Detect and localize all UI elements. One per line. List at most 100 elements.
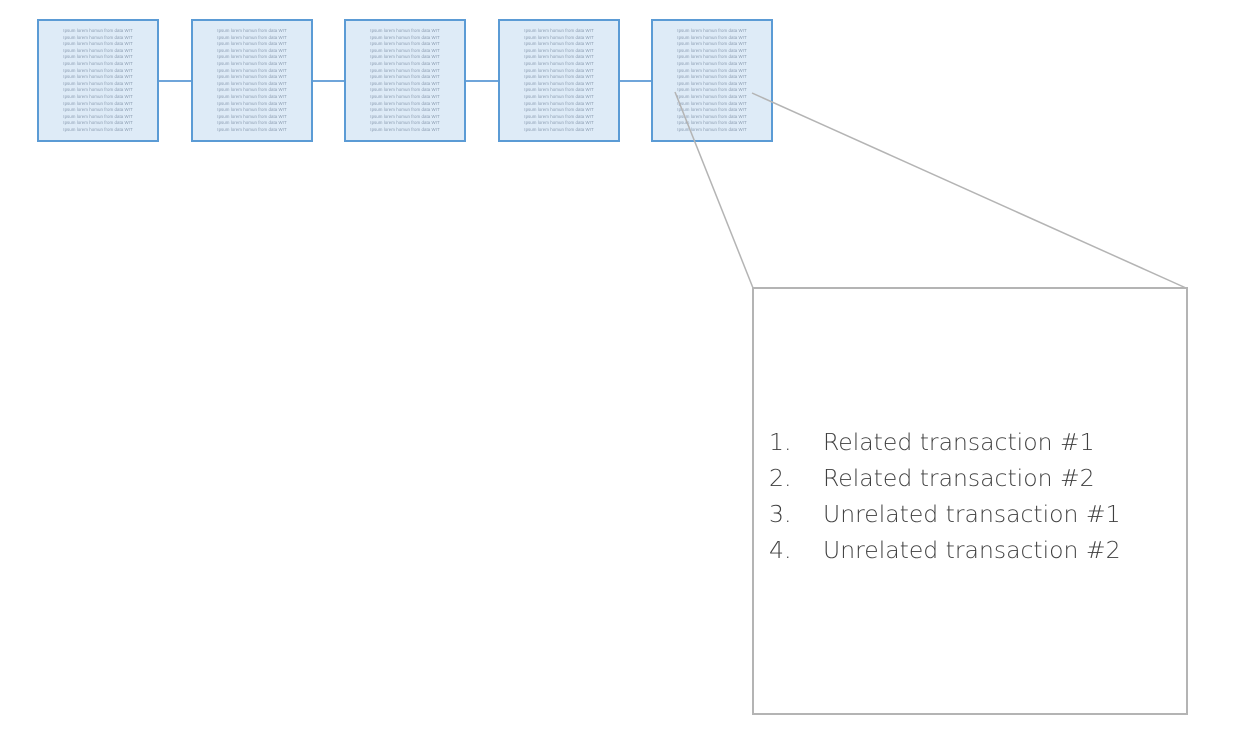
filler-line: Ipsum lorem homun from data WIT	[370, 60, 440, 66]
filler-line: Ipsum lorem homun from data WIT	[524, 60, 594, 66]
filler-line: Ipsum lorem homun from data WIT	[217, 41, 287, 47]
filler-line: Ipsum lorem homun from data WIT	[217, 47, 287, 53]
filler-line: Ipsum lorem homun from data WIT	[370, 41, 440, 47]
filler-line: Ipsum lorem homun from data WIT	[524, 67, 594, 73]
filler-line: Ipsum lorem homun from data WIT	[677, 74, 747, 80]
filler-line: Ipsum lorem homun from data WIT	[370, 126, 440, 132]
list-item-text: Unrelated transaction #2	[823, 536, 1121, 564]
filler-line: Ipsum lorem homun from data WIT	[217, 87, 287, 93]
filler-line: Ipsum lorem homun from data WIT	[63, 126, 133, 132]
block-connector-4-5	[620, 80, 651, 82]
filler-line: Ipsum lorem homun from data WIT	[217, 28, 287, 33]
list-item-number: 1.	[769, 428, 792, 456]
filler-line: Ipsum lorem homun from data WIT	[217, 107, 287, 113]
filler-line: Ipsum lorem homun from data WIT	[217, 80, 287, 86]
filler-line: Ipsum lorem homun from data WIT	[370, 74, 440, 80]
filler-line: Ipsum lorem homun from data WIT	[63, 113, 133, 119]
filler-line: Ipsum lorem homun from data WIT	[370, 120, 440, 126]
list-item-text: Unrelated transaction #1	[823, 500, 1121, 528]
filler-line: Ipsum lorem homun from data WIT	[677, 28, 747, 33]
filler-line: Ipsum lorem homun from data WIT	[677, 87, 747, 93]
filler-line: Ipsum lorem homun from data WIT	[524, 87, 594, 93]
filler-line: Ipsum lorem homun from data WIT	[217, 113, 287, 119]
filler-line: Ipsum lorem homun from data WIT	[677, 80, 747, 86]
filler-line: Ipsum lorem homun from data WIT	[63, 80, 133, 86]
filler-line: Ipsum lorem homun from data WIT	[677, 100, 747, 106]
filler-line: Ipsum lorem homun from data WIT	[677, 93, 747, 99]
filler-line: Ipsum lorem homun from data WIT	[63, 54, 133, 60]
callout-box	[752, 287, 1188, 715]
list-item-number: 2.	[769, 464, 792, 492]
filler-line: Ipsum lorem homun from data WIT	[524, 120, 594, 126]
filler-line: Ipsum lorem homun from data WIT	[524, 41, 594, 47]
filler-line: Ipsum lorem homun from data WIT	[370, 67, 440, 73]
callout-list-item: 2. Related transaction #2	[769, 460, 1121, 496]
block-connector-3-4	[466, 80, 498, 82]
filler-line: Ipsum lorem homun from data WIT	[63, 28, 133, 33]
filler-line: Ipsum lorem homun from data WIT	[217, 126, 287, 132]
filler-line: Ipsum lorem homun from data WIT	[370, 54, 440, 60]
filler-line: Ipsum lorem homun from data WIT	[524, 28, 594, 33]
filler-line: Ipsum lorem homun from data WIT	[677, 126, 747, 132]
filler-line: Ipsum lorem homun from data WIT	[63, 60, 133, 66]
filler-line: Ipsum lorem homun from data WIT	[63, 74, 133, 80]
filler-line: Ipsum lorem homun from data WIT	[524, 34, 594, 40]
filler-line: Ipsum lorem homun from data WIT	[217, 120, 287, 126]
filler-line: Ipsum lorem homun from data WIT	[63, 120, 133, 126]
filler-line: Ipsum lorem homun from data WIT	[677, 60, 747, 66]
filler-line: Ipsum lorem homun from data WIT	[524, 100, 594, 106]
filler-line: Ipsum lorem homun from data WIT	[524, 126, 594, 132]
list-item-number: 3.	[769, 500, 792, 528]
filler-line: Ipsum lorem homun from data WIT	[524, 113, 594, 119]
list-item-text: Related transaction #1	[823, 428, 1095, 456]
filler-line: Ipsum lorem homun from data WIT	[370, 47, 440, 53]
filler-line: Ipsum lorem homun from data WIT	[370, 113, 440, 119]
filler-line: Ipsum lorem homun from data WIT	[370, 28, 440, 33]
filler-line: Ipsum lorem homun from data WIT	[63, 34, 133, 40]
filler-line: Ipsum lorem homun from data WIT	[524, 107, 594, 113]
filler-line: Ipsum lorem homun from data WIT	[524, 47, 594, 53]
filler-line: Ipsum lorem homun from data WIT	[63, 100, 133, 106]
callout-list: 1. Related transaction #1 2. Related tra…	[769, 424, 1121, 568]
filler-line: Ipsum lorem homun from data WIT	[63, 107, 133, 113]
filler-line: Ipsum lorem homun from data WIT	[677, 54, 747, 60]
block-connector-1-2	[159, 80, 191, 82]
filler-line: Ipsum lorem homun from data WIT	[524, 80, 594, 86]
callout-list-item: 1. Related transaction #1	[769, 424, 1121, 460]
filler-line: Ipsum lorem homun from data WIT	[63, 67, 133, 73]
filler-line: Ipsum lorem homun from data WIT	[217, 100, 287, 106]
callout-line-right	[751, 92, 1187, 289]
filler-line: Ipsum lorem homun from data WIT	[370, 80, 440, 86]
filler-line: Ipsum lorem homun from data WIT	[677, 47, 747, 53]
filler-line: Ipsum lorem homun from data WIT	[217, 67, 287, 73]
block-connector-2-3	[313, 80, 344, 82]
callout-list-item: 3. Unrelated transaction #1	[769, 496, 1121, 532]
filler-line: Ipsum lorem homun from data WIT	[524, 93, 594, 99]
filler-line: Ipsum lorem homun from data WIT	[524, 74, 594, 80]
filler-line: Ipsum lorem homun from data WIT	[370, 87, 440, 93]
filler-line: Ipsum lorem homun from data WIT	[524, 54, 594, 60]
filler-line: Ipsum lorem homun from data WIT	[677, 41, 747, 47]
filler-line: Ipsum lorem homun from data WIT	[677, 107, 747, 113]
filler-line: Ipsum lorem homun from data WIT	[677, 34, 747, 40]
filler-line: Ipsum lorem homun from data WIT	[63, 47, 133, 53]
list-item-number: 4.	[769, 536, 792, 564]
filler-line: Ipsum lorem homun from data WIT	[217, 74, 287, 80]
filler-line: Ipsum lorem homun from data WIT	[677, 67, 747, 73]
filler-line: Ipsum lorem homun from data WIT	[217, 93, 287, 99]
filler-line: Ipsum lorem homun from data WIT	[63, 87, 133, 93]
filler-line: Ipsum lorem homun from data WIT	[677, 120, 747, 126]
filler-line: Ipsum lorem homun from data WIT	[370, 107, 440, 113]
filler-line: Ipsum lorem homun from data WIT	[677, 113, 747, 119]
filler-line: Ipsum lorem homun from data WIT	[370, 93, 440, 99]
